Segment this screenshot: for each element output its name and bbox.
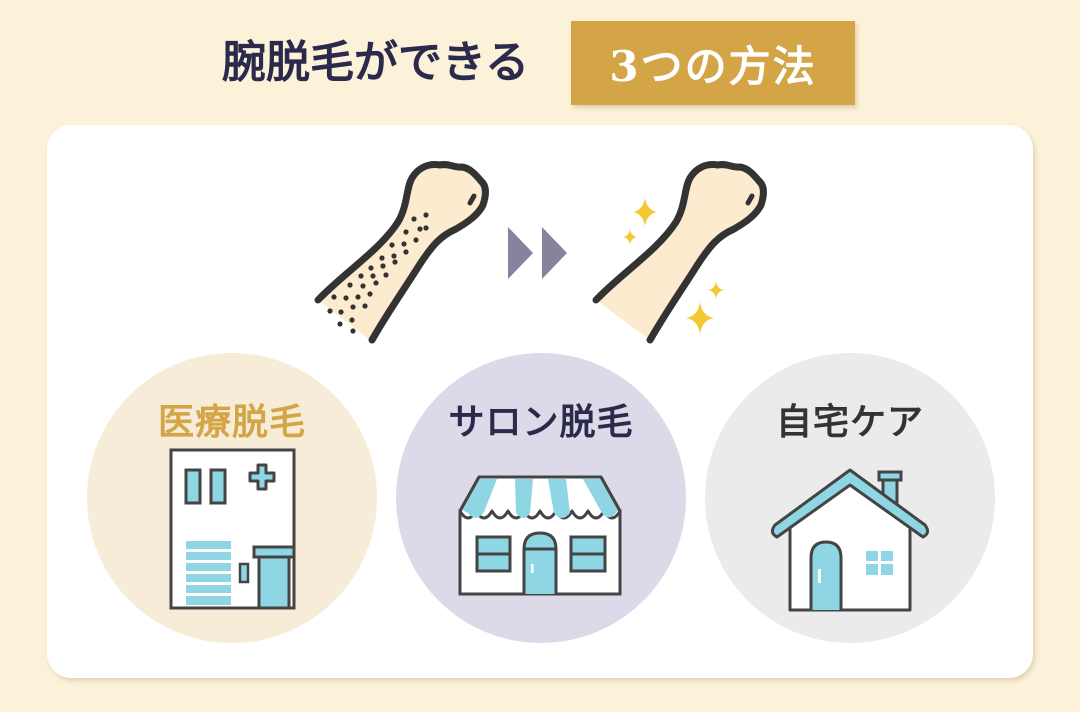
method-label: 自宅ケア xyxy=(775,402,924,443)
method-label: サロン脱毛 xyxy=(448,402,634,443)
method-salon: サロン脱毛 xyxy=(396,353,686,643)
title-highlight-box: 3つの方法 xyxy=(571,21,855,105)
double-chevron-right-icon xyxy=(508,227,567,279)
method-home-care: 自宅ケア xyxy=(705,353,995,643)
smooth-arm-sparkle-icon xyxy=(592,161,767,344)
clinic-building-icon xyxy=(169,448,296,610)
salon-storefront-icon xyxy=(458,475,622,596)
method-label: 医療脱毛 xyxy=(157,402,306,443)
page-title: 腕脱毛ができる xyxy=(222,37,530,88)
method-medical: 医療脱毛 xyxy=(87,353,377,643)
house-icon xyxy=(770,468,930,612)
hairy-arm-icon xyxy=(314,161,489,344)
title-highlight-text: 3つの方法 xyxy=(609,41,817,91)
